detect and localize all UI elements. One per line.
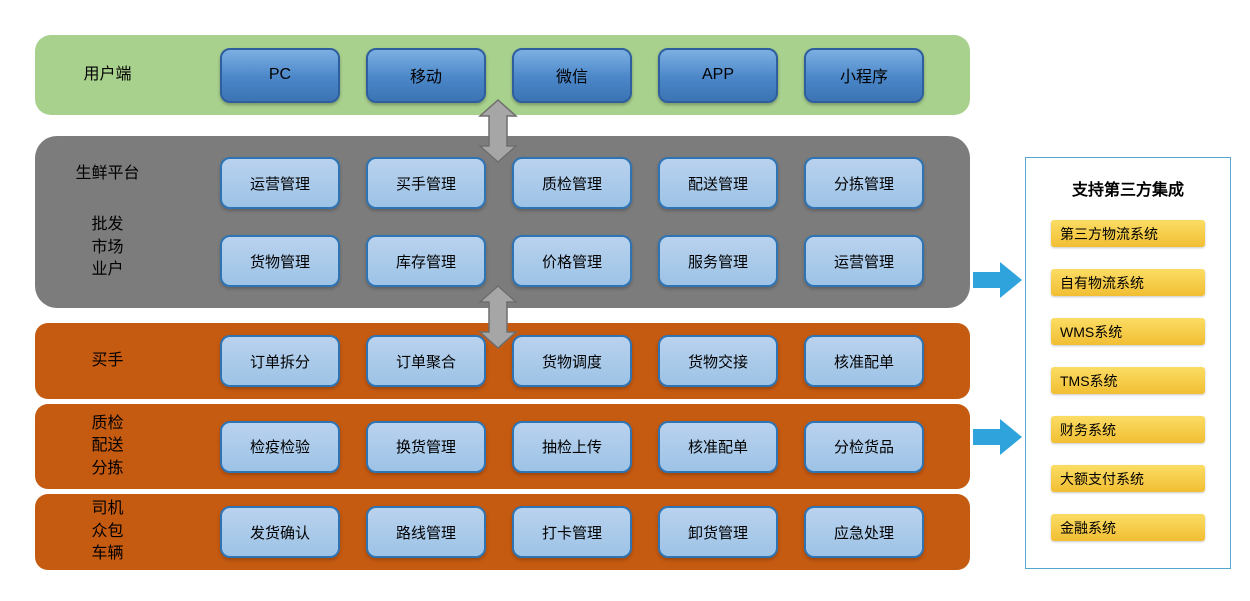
band-platform-label-col: 生鲜平台 批发 市场 业户 — [35, 136, 220, 308]
band-platform-label-bottom: 批发 市场 业户 — [91, 216, 124, 278]
integration-panel-title: 支持第三方集成 — [1071, 182, 1184, 199]
band-inspection-label-col: 质检 配送 分拣 — [35, 413, 220, 480]
box-driver-2: 打卡管理 — [512, 506, 632, 558]
box-buyer-0: 订单拆分 — [220, 335, 340, 387]
box-buyer-1: 订单聚合 — [366, 335, 486, 387]
band-inspection: 质检 配送 分拣 检疫检验 换货管理 抽检上传 核准配单 分检货品 — [35, 404, 970, 489]
box-platform-r2-4: 运营管理 — [804, 235, 924, 287]
band-platform-row2: 货物管理 库存管理 价格管理 服务管理 运营管理 — [220, 222, 970, 300]
box-platform-r1-3: 配送管理 — [658, 157, 778, 209]
band-driver: 司机 众包 车辆 发货确认 路线管理 打卡管理 卸货管理 应急处理 — [35, 494, 970, 570]
box-users-wechat: 微信 — [512, 47, 632, 103]
band-driver-label-col: 司机 众包 车辆 — [35, 498, 220, 565]
box-users-pc: PC — [220, 47, 340, 103]
box-platform-r1-0: 运营管理 — [220, 157, 340, 209]
box-inspection-0: 检疫检验 — [220, 420, 340, 473]
band-users-label: 用户端 — [83, 65, 132, 83]
box-inspection-3: 核准配单 — [658, 420, 778, 473]
box-users-miniprogram: 小程序 — [804, 47, 924, 103]
band-platform: 生鲜平台 批发 市场 业户 运营管理 买手管理 质检管理 配送管理 分拣管理 货… — [35, 136, 970, 308]
integration-item-own-logistics: 自有物流系统 — [1051, 269, 1205, 296]
band-users-label-col: 用户端 — [35, 64, 220, 86]
box-platform-r1-1: 买手管理 — [366, 157, 486, 209]
band-buyer-label-col: 买手 — [35, 350, 220, 372]
integration-panel: 支持第三方集成 第三方物流系统 自有物流系统 WMS系统 TMS系统 财务系统 … — [1025, 157, 1231, 569]
integration-item-finance: 财务系统 — [1051, 416, 1205, 443]
band-buyer-items: 订单拆分 订单聚合 货物调度 货物交接 核准配单 — [220, 335, 970, 387]
band-users: 用户端 PC 移动 微信 APP 小程序 — [35, 35, 970, 115]
box-driver-3: 卸货管理 — [658, 506, 778, 558]
integration-item-third-party-logistics: 第三方物流系统 — [1051, 220, 1205, 247]
box-users-app: APP — [658, 47, 778, 103]
band-platform-row1: 运营管理 买手管理 质检管理 配送管理 分拣管理 — [220, 144, 970, 222]
box-platform-r2-3: 服务管理 — [658, 235, 778, 287]
box-buyer-2: 货物调度 — [512, 335, 632, 387]
box-inspection-4: 分检货品 — [804, 420, 924, 473]
double-arrow-users-platform-icon — [478, 99, 518, 163]
band-buyer: 买手 订单拆分 订单聚合 货物调度 货物交接 核准配单 — [35, 323, 970, 399]
box-platform-r2-0: 货物管理 — [220, 235, 340, 287]
box-platform-r1-2: 质检管理 — [512, 157, 632, 209]
box-driver-1: 路线管理 — [366, 506, 486, 558]
band-users-items: PC 移动 微信 APP 小程序 — [220, 47, 970, 103]
integration-item-large-payment: 大额支付系统 — [1051, 465, 1205, 492]
band-driver-label: 司机 众包 车辆 — [91, 500, 124, 563]
band-platform-rows: 运营管理 买手管理 质检管理 配送管理 分拣管理 货物管理 库存管理 价格管理 … — [220, 136, 970, 308]
box-driver-0: 发货确认 — [220, 506, 340, 558]
integration-item-financial-system: 金融系统 — [1051, 514, 1205, 541]
integration-item-tms: TMS系统 — [1051, 367, 1205, 394]
integration-item-wms: WMS系统 — [1051, 318, 1205, 345]
band-inspection-label: 质检 配送 分拣 — [91, 414, 124, 477]
right-arrow-inspection-integration-icon — [973, 419, 1022, 455]
box-inspection-2: 抽检上传 — [512, 420, 632, 473]
right-arrow-platform-integration-icon — [973, 262, 1022, 298]
box-platform-r2-1: 库存管理 — [366, 235, 486, 287]
box-buyer-3: 货物交接 — [658, 335, 778, 387]
box-platform-r1-4: 分拣管理 — [804, 157, 924, 209]
double-arrow-platform-buyer-icon — [478, 285, 518, 349]
box-platform-r2-2: 价格管理 — [512, 235, 632, 287]
box-users-mobile: 移动 — [366, 47, 486, 103]
band-buyer-label: 买手 — [91, 351, 124, 369]
band-driver-items: 发货确认 路线管理 打卡管理 卸货管理 应急处理 — [220, 506, 970, 558]
box-buyer-4: 核准配单 — [804, 335, 924, 387]
band-inspection-items: 检疫检验 换货管理 抽检上传 核准配单 分检货品 — [220, 420, 970, 473]
box-driver-4: 应急处理 — [804, 506, 924, 558]
band-platform-label-top: 生鲜平台 — [75, 164, 140, 182]
box-inspection-1: 换货管理 — [366, 420, 486, 473]
